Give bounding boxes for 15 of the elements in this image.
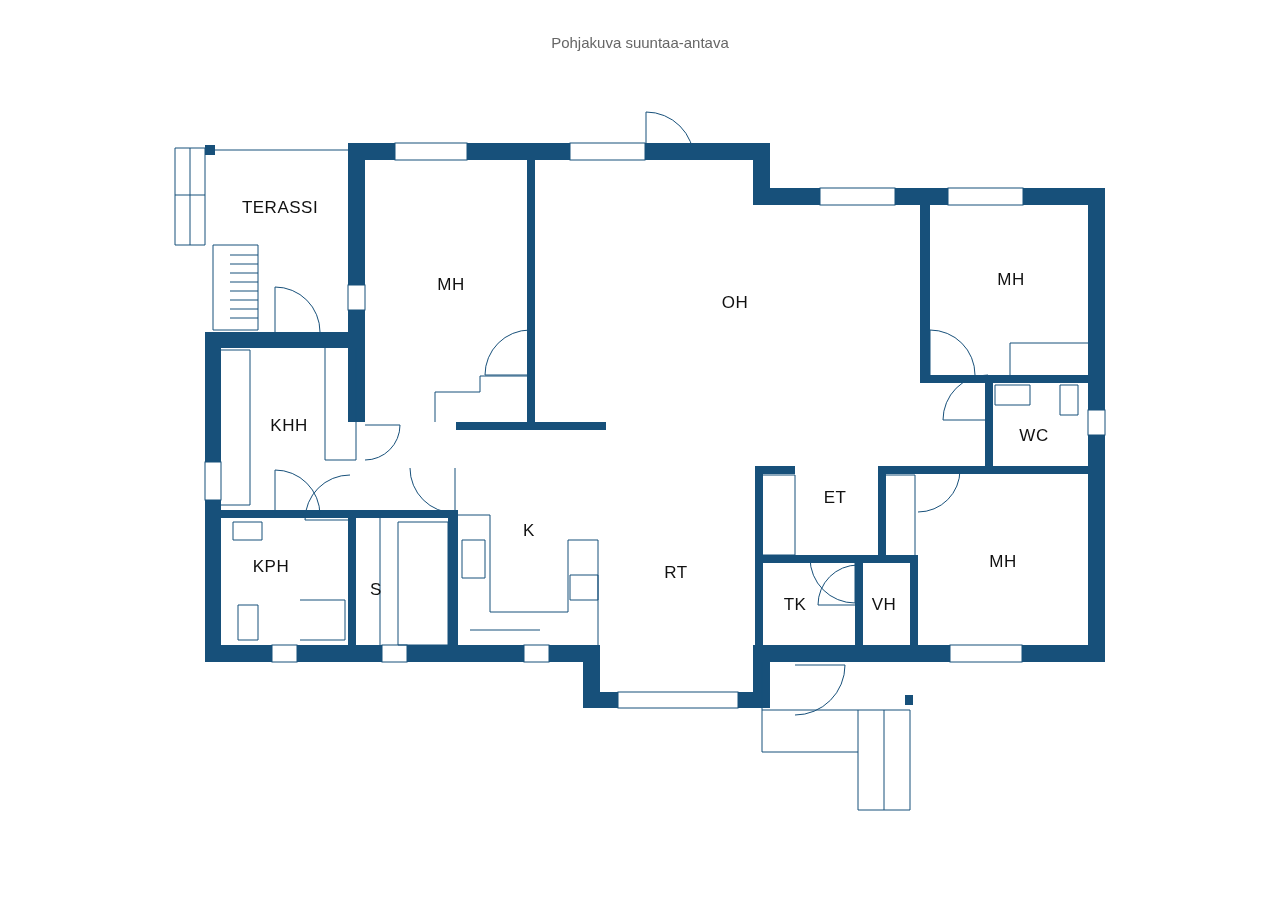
room-label: WC bbox=[1019, 426, 1049, 446]
room-label: VH bbox=[871, 595, 897, 615]
room-label: OH bbox=[721, 293, 749, 313]
room-label: KPH bbox=[252, 557, 290, 577]
room-label: MH bbox=[989, 552, 1017, 572]
room-label: MH bbox=[997, 270, 1025, 290]
room-label: K bbox=[523, 521, 535, 541]
room-label: S bbox=[370, 580, 382, 600]
room-label: ET bbox=[823, 488, 847, 508]
room-label: TERASSI bbox=[241, 198, 319, 218]
room-label: TK bbox=[783, 595, 807, 615]
room-label: MH bbox=[437, 275, 465, 295]
room-label: RT bbox=[664, 563, 688, 583]
room-label: KHH bbox=[270, 416, 308, 436]
plan-title: Pohjakuva suuntaa-antava bbox=[551, 33, 729, 51]
